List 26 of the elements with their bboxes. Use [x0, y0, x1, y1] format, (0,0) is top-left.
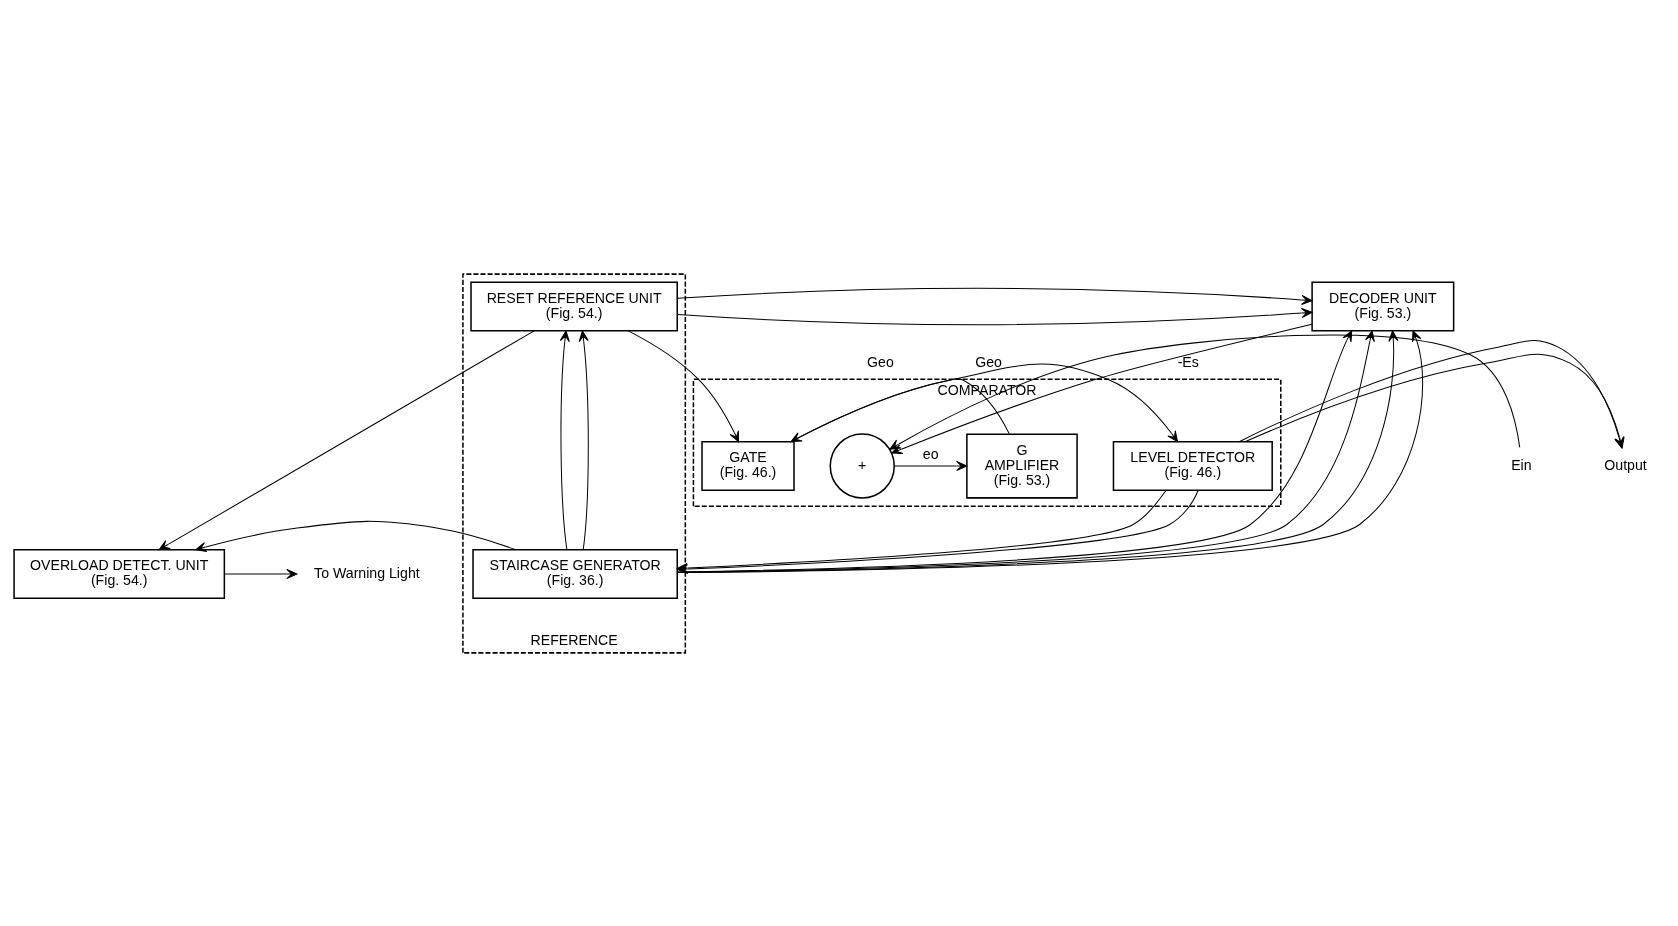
edge-label: -Es — [1177, 353, 1199, 370]
arrow — [676, 287, 1312, 305]
arrow — [578, 330, 589, 550]
arrow — [223, 568, 297, 579]
arrow — [676, 307, 1312, 325]
node-box: LEVEL DETECTOR (Fig. 46.) — [1112, 440, 1273, 491]
node-box: OVERLOAD DETECT. UNIT (Fig. 54.) — [12, 548, 225, 599]
node-box: STAIRCASE GENERATOR (Fig. 36.) — [471, 548, 678, 599]
node-text: To Warning Light — [313, 564, 420, 581]
node-text: Ein — [1510, 456, 1532, 473]
node-box: RESET REFERENCE UNIT (Fig. 54.) — [469, 280, 678, 331]
arrow — [890, 323, 1312, 454]
arrow — [627, 329, 739, 442]
node-circle: + — [829, 432, 895, 499]
arrow — [559, 330, 570, 550]
node-box: GATE (Fig. 46.) — [700, 440, 795, 491]
arrow — [889, 333, 1520, 450]
node-text: Output — [1603, 456, 1647, 473]
arrow — [893, 460, 967, 471]
arrow — [158, 329, 535, 550]
edge-label: eo — [922, 445, 939, 462]
edge-label: Geo — [974, 353, 1002, 370]
node-box: DECODER UNIT (Fig. 53.) — [1310, 280, 1454, 331]
arrow — [194, 520, 516, 552]
edge-label: Geo — [866, 353, 894, 370]
node-box: G AMPLIFIER (Fig. 53.) — [965, 432, 1078, 499]
